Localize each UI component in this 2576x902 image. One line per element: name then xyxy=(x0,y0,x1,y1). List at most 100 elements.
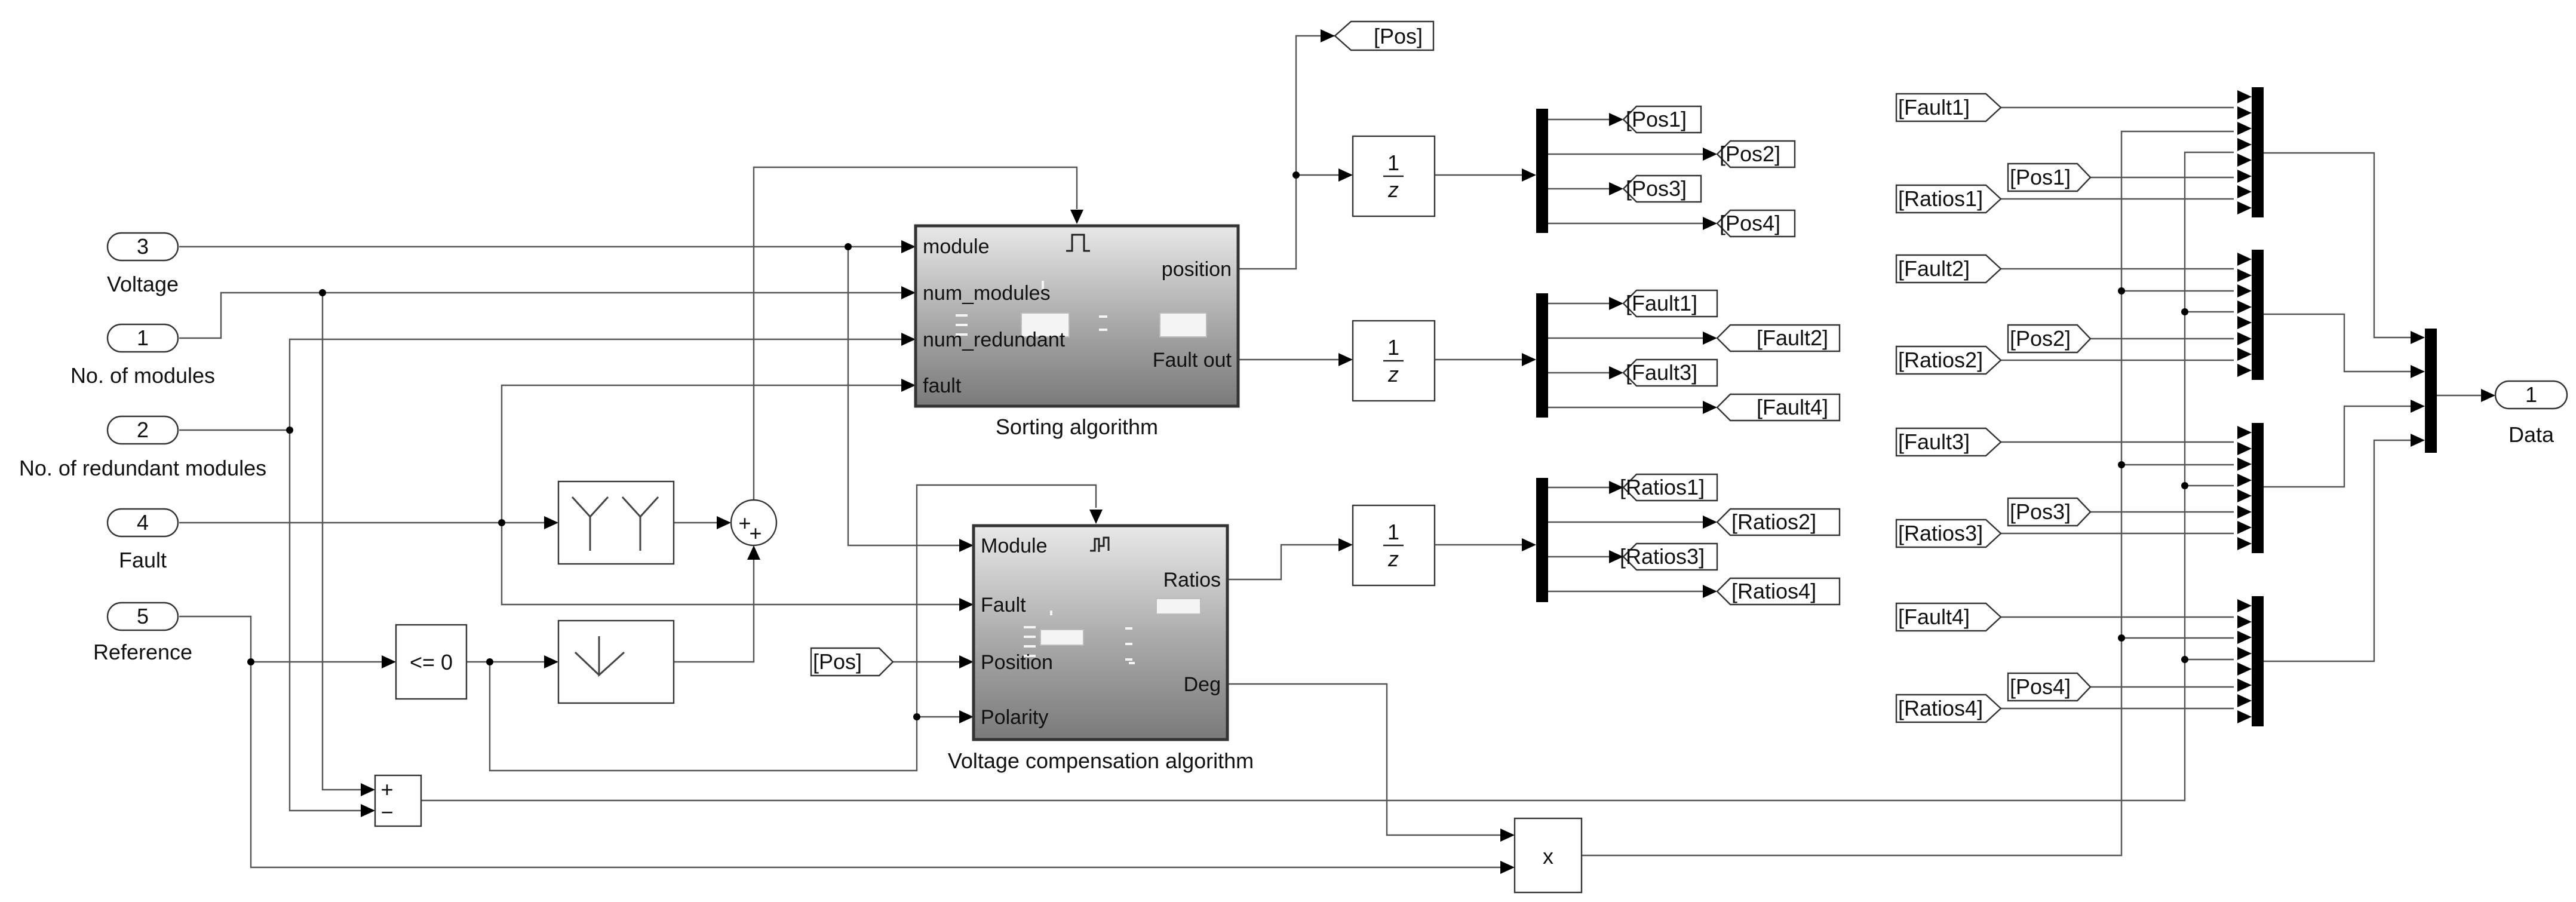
outport-number: 1 xyxy=(2525,382,2537,407)
arrowhead xyxy=(2237,631,2252,644)
inport-label: No. of modules xyxy=(70,363,215,388)
delay-denominator: z xyxy=(1387,177,1399,202)
arrowhead xyxy=(1338,538,1353,551)
goto-tag-pos[interactable]: [Pos] xyxy=(1334,20,1435,51)
goto-tag-label: [Fault2] xyxy=(1757,326,1828,350)
from-tags-group-1[interactable]: [Fault1] [Pos1] [Ratios1] xyxy=(1895,93,2092,214)
arrowhead xyxy=(2237,615,2252,628)
from-tags-group-3[interactable]: [Fault3] [Pos3] [Ratios3] xyxy=(1895,427,2092,548)
sum-block[interactable]: + − xyxy=(374,774,422,827)
demux-pos[interactable] xyxy=(1536,109,1548,233)
arrowhead xyxy=(2237,138,2252,151)
add-block[interactable]: + + xyxy=(730,499,778,547)
arrowhead xyxy=(2237,647,2252,660)
goto-tag-label: [Pos] xyxy=(1374,24,1423,48)
sum-plus-sign: + xyxy=(380,777,393,802)
inport-fault[interactable]: 4 Fault xyxy=(106,508,179,572)
from-tags-group-2[interactable]: [Fault2] [Pos2] [Ratios2] xyxy=(1895,254,2092,375)
arrowhead xyxy=(1703,217,1717,230)
mux-data[interactable] xyxy=(2425,329,2437,453)
arrowhead xyxy=(1522,353,1536,366)
inport-reference[interactable]: 5 Reference xyxy=(93,602,192,664)
arrowhead xyxy=(544,655,558,668)
inport-number: 3 xyxy=(137,234,149,259)
arrowhead xyxy=(2481,389,2495,402)
unit-delay-pos[interactable]: 1 z xyxy=(1352,135,1436,217)
goto-tag-label: [Fault1] xyxy=(1626,291,1697,315)
from-tag-label: [Fault3] xyxy=(1898,429,1970,454)
port-label-fault: fault xyxy=(923,375,962,397)
arrowhead xyxy=(2237,122,2252,135)
signal-wires xyxy=(179,35,2491,869)
arrowhead xyxy=(1321,29,1335,42)
arrowhead xyxy=(2237,442,2252,455)
from-tags-group-4[interactable]: [Fault4] [Pos4] [Ratios4] xyxy=(1895,602,2092,723)
goto-tags-fault-split[interactable]: [Fault1] [Fault2] [Fault3] [Fault4] xyxy=(1622,289,1841,422)
arrowhead xyxy=(1500,829,1515,842)
demux-fault[interactable] xyxy=(1536,293,1548,418)
goto-tag-label: [Pos3] xyxy=(1626,176,1687,201)
product-sign: x xyxy=(1543,844,1553,869)
compare-to-zero-block[interactable]: <= 0 xyxy=(395,624,468,700)
inner-schematic-icon xyxy=(1024,598,1201,664)
goto-tag-label: [Pos4] xyxy=(1720,211,1780,235)
mux-group-3[interactable] xyxy=(2252,423,2264,553)
inport-no-of-modules[interactable]: 1 No. of modules xyxy=(70,323,215,388)
arrowhead xyxy=(1089,510,1103,524)
edge-detect-block[interactable] xyxy=(557,480,675,565)
arrowhead xyxy=(1070,210,1083,224)
goto-tags-pos-split[interactable]: [Pos1] [Pos2] [Pos3] [Pos4] xyxy=(1622,105,1796,238)
arrowhead xyxy=(1338,353,1353,366)
inport-label: Fault xyxy=(119,548,167,572)
from-tag-label: [Fault2] xyxy=(1898,256,1970,281)
goto-tag-label: [Ratios3] xyxy=(1620,544,1705,569)
goto-tag-label: [Ratios2] xyxy=(1731,510,1816,534)
arrowhead xyxy=(1703,332,1717,345)
voltage-compensation-block[interactable]: Module Fault Position Polarity Ratios De… xyxy=(972,524,1229,741)
arrowhead xyxy=(1703,585,1717,598)
arrowhead xyxy=(361,804,375,817)
arrowhead xyxy=(382,655,396,668)
goto-tag-label: [Ratios4] xyxy=(1731,579,1816,603)
arrowhead xyxy=(1338,168,1353,182)
sorting-algorithm-block[interactable]: module num_modules num_redundant fault p… xyxy=(914,224,1240,408)
arrowhead xyxy=(1609,366,1623,379)
arrowhead xyxy=(2237,710,2252,723)
arrowhead xyxy=(2237,253,2252,266)
mux-group-1[interactable] xyxy=(2252,87,2264,217)
arrowhead xyxy=(2237,185,2252,198)
arrowhead xyxy=(2411,400,2425,413)
mux-group-4[interactable] xyxy=(2252,596,2264,726)
inport-voltage[interactable]: 3 Voltage xyxy=(106,232,179,296)
falling-edge-icon xyxy=(574,636,625,677)
unit-delay-fault[interactable]: 1 z xyxy=(1352,320,1436,402)
arrowhead xyxy=(2411,331,2425,344)
arrowhead xyxy=(747,545,760,560)
demux-ratios[interactable] xyxy=(1536,478,1548,602)
inner-schematic-icon xyxy=(956,281,1207,338)
arrowhead xyxy=(2237,300,2252,314)
inport-label: Reference xyxy=(93,640,192,664)
from-tag-label: [Pos1] xyxy=(2010,165,2071,189)
from-tag-label: [Pos3] xyxy=(2010,499,2071,524)
from-tag-pos[interactable]: [Pos] xyxy=(810,647,894,677)
delay-numerator: 1 xyxy=(1387,335,1399,360)
inport-label: Voltage xyxy=(107,272,179,296)
mux-group-2[interactable] xyxy=(2252,250,2264,380)
add-sign-left: + xyxy=(738,511,751,535)
inport-label: No. of redundant modules xyxy=(19,456,266,480)
outport-data[interactable]: 1 Data xyxy=(2494,380,2568,447)
falling-edge-block[interactable] xyxy=(557,619,675,704)
port-label-fault: Fault xyxy=(981,594,1026,616)
arrowhead xyxy=(2237,662,2252,676)
delay-numerator: 1 xyxy=(1387,151,1399,175)
port-label-ratios: Ratios xyxy=(1163,569,1221,591)
from-tag-label: [Ratios3] xyxy=(1898,521,1983,545)
arrowhead xyxy=(2237,489,2252,502)
arrowhead xyxy=(2237,694,2252,707)
inport-no-of-redundant-modules[interactable]: 2 No. of redundant modules xyxy=(19,415,266,480)
goto-tags-ratios-split[interactable]: [Ratios1] [Ratios2] [Ratios3] [Ratios4] xyxy=(1620,473,1841,606)
product-block[interactable]: x xyxy=(1513,817,1583,894)
unit-delay-ratios[interactable]: 1 z xyxy=(1352,504,1436,587)
